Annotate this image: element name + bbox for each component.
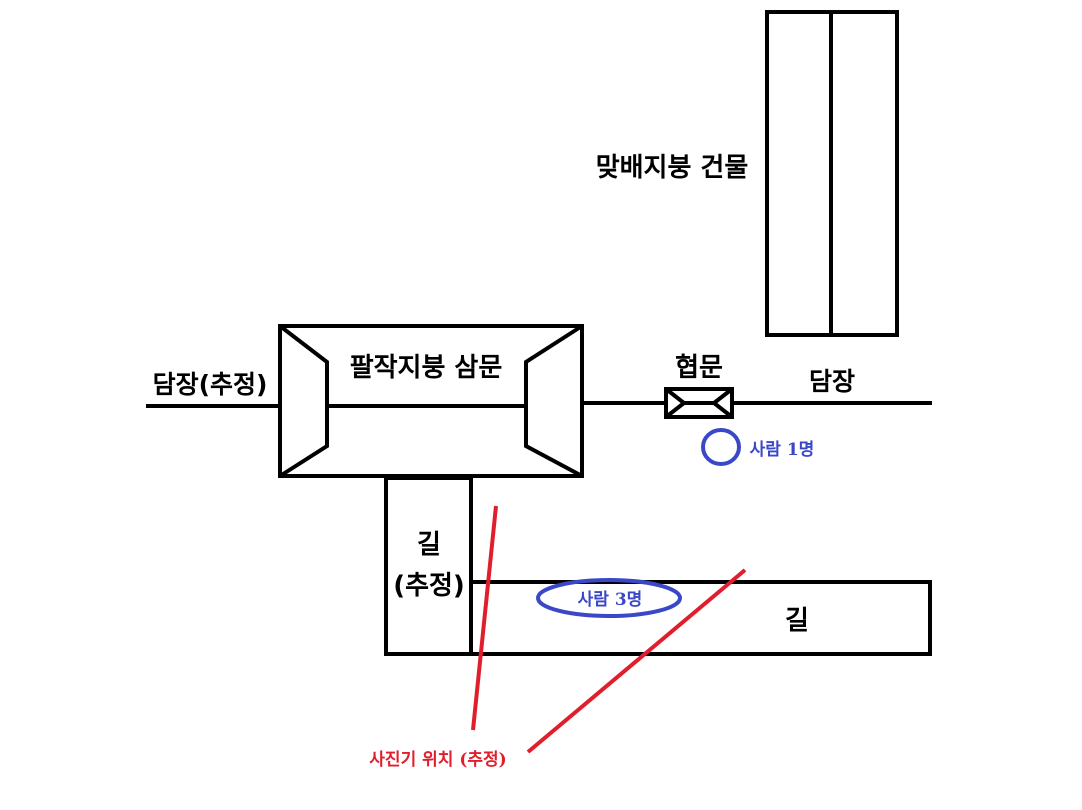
side-gate-cross-right — [710, 387, 734, 419]
path-horizontal-label: 길 — [785, 606, 809, 636]
path-vertical-label-line2: (추정) — [393, 571, 465, 601]
main-gate-left-hip — [278, 324, 329, 478]
main-gate — [278, 324, 584, 478]
path-vertical — [384, 476, 473, 656]
wall-left-label: 담장(추정) — [153, 370, 268, 399]
gabled-building-label: 맞배지붕 건물 — [596, 153, 749, 183]
person-3-marker — [536, 578, 682, 618]
person-3-label: 사람 3명 — [578, 589, 643, 610]
camera-line-right — [526, 568, 747, 754]
camera-line-left — [471, 505, 498, 731]
camera-lines — [471, 505, 747, 754]
path-vertical-label-line1: 길 — [417, 530, 441, 560]
main-gate-right-hip — [524, 324, 584, 478]
gabled-building — [765, 10, 899, 337]
walls — [146, 401, 932, 408]
side-gate-outline — [664, 387, 734, 419]
side-gate — [664, 387, 734, 419]
paths — [384, 476, 932, 656]
camera-position-label: 사진기 위치 (추정) — [369, 750, 506, 770]
side-gate-label: 협문 — [675, 353, 723, 383]
person-1-marker — [701, 428, 741, 466]
side-gate-cross — [664, 387, 688, 419]
main-gate-label: 팔작지붕 삼문 — [350, 353, 503, 383]
person-1-label: 사람 1명 — [750, 439, 815, 460]
wall-right-label: 담장 — [809, 367, 855, 396]
path-horizontal — [469, 580, 932, 656]
